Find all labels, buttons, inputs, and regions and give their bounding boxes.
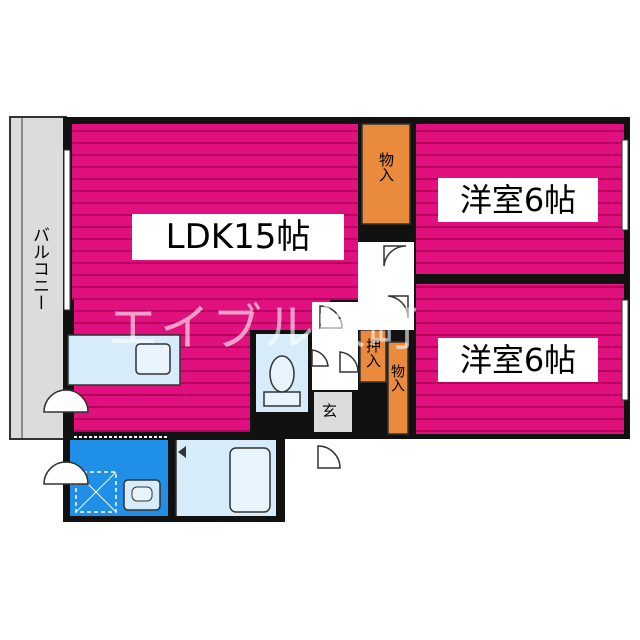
entrance-area	[314, 392, 352, 432]
closet-upper-label: 物入	[377, 152, 395, 182]
closet-upper	[361, 123, 411, 225]
toilet-tank	[263, 391, 301, 407]
ldk-label: LDK15帖	[132, 214, 344, 260]
western-room-lower-label: 洋室6帖	[438, 338, 598, 382]
window-room-lower	[621, 299, 629, 401]
balcony-label: バルコニー	[29, 226, 49, 311]
oshiire-label: 押入	[364, 338, 382, 368]
oshiire	[359, 329, 387, 383]
watermark: エイブル栄町	[108, 299, 420, 357]
door-swings	[43, 245, 409, 485]
entrance-label: 玄	[322, 402, 338, 420]
closet-lower-label: 物入	[389, 364, 405, 392]
washing-machine-pan	[75, 471, 117, 513]
closet-lower	[387, 341, 409, 435]
kitchen-sink	[135, 343, 171, 375]
balcony-area	[9, 116, 67, 440]
bathtub	[229, 447, 271, 513]
window-ldk	[63, 149, 71, 311]
window-room-upper	[621, 139, 629, 231]
toilet-bowl	[269, 355, 295, 393]
western-room-upper-label: 洋室6帖	[438, 178, 598, 222]
